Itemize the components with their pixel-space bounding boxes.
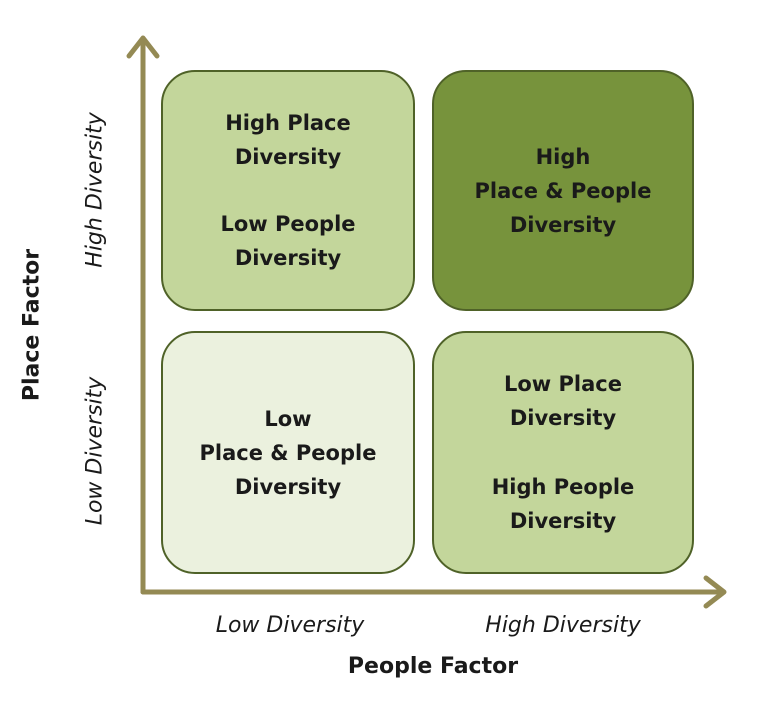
quadrant-text-line: Diversity [234, 246, 342, 271]
x-axis-high-label: High Diversity [485, 613, 641, 638]
quadrant-text-line: Diversity [234, 474, 342, 499]
quadrant-text-line: Low [264, 406, 312, 431]
y-axis-high-label: High Diversity [82, 112, 108, 268]
quadrant-text-line: Low Place [504, 372, 622, 397]
y-axis-arrowhead [126, 35, 160, 59]
y-axis-title: Place Factor [19, 248, 45, 402]
x-axis-title: People Factor [347, 654, 519, 679]
quadrant-text-line: Diversity [509, 508, 617, 533]
x-axis-low-label: Low Diversity [215, 613, 365, 638]
quadrant-text-line: High People [491, 474, 635, 499]
y-axis-low-label: Low Diversity [82, 376, 108, 526]
quadrant-text-line: High [535, 144, 591, 169]
quadrant-text-line: Diversity [509, 406, 617, 431]
quadrant-text-line: High Place [225, 110, 351, 135]
quadrant-text-line: Place & People [474, 178, 652, 203]
x-axis-arrowhead [703, 575, 727, 609]
quadrant-text-line: Diversity [509, 212, 617, 237]
quadrant-text-line: Place & People [199, 440, 377, 465]
quadrant-text-line: Low People [220, 212, 356, 237]
quadrant-text-line: Diversity [234, 144, 342, 169]
